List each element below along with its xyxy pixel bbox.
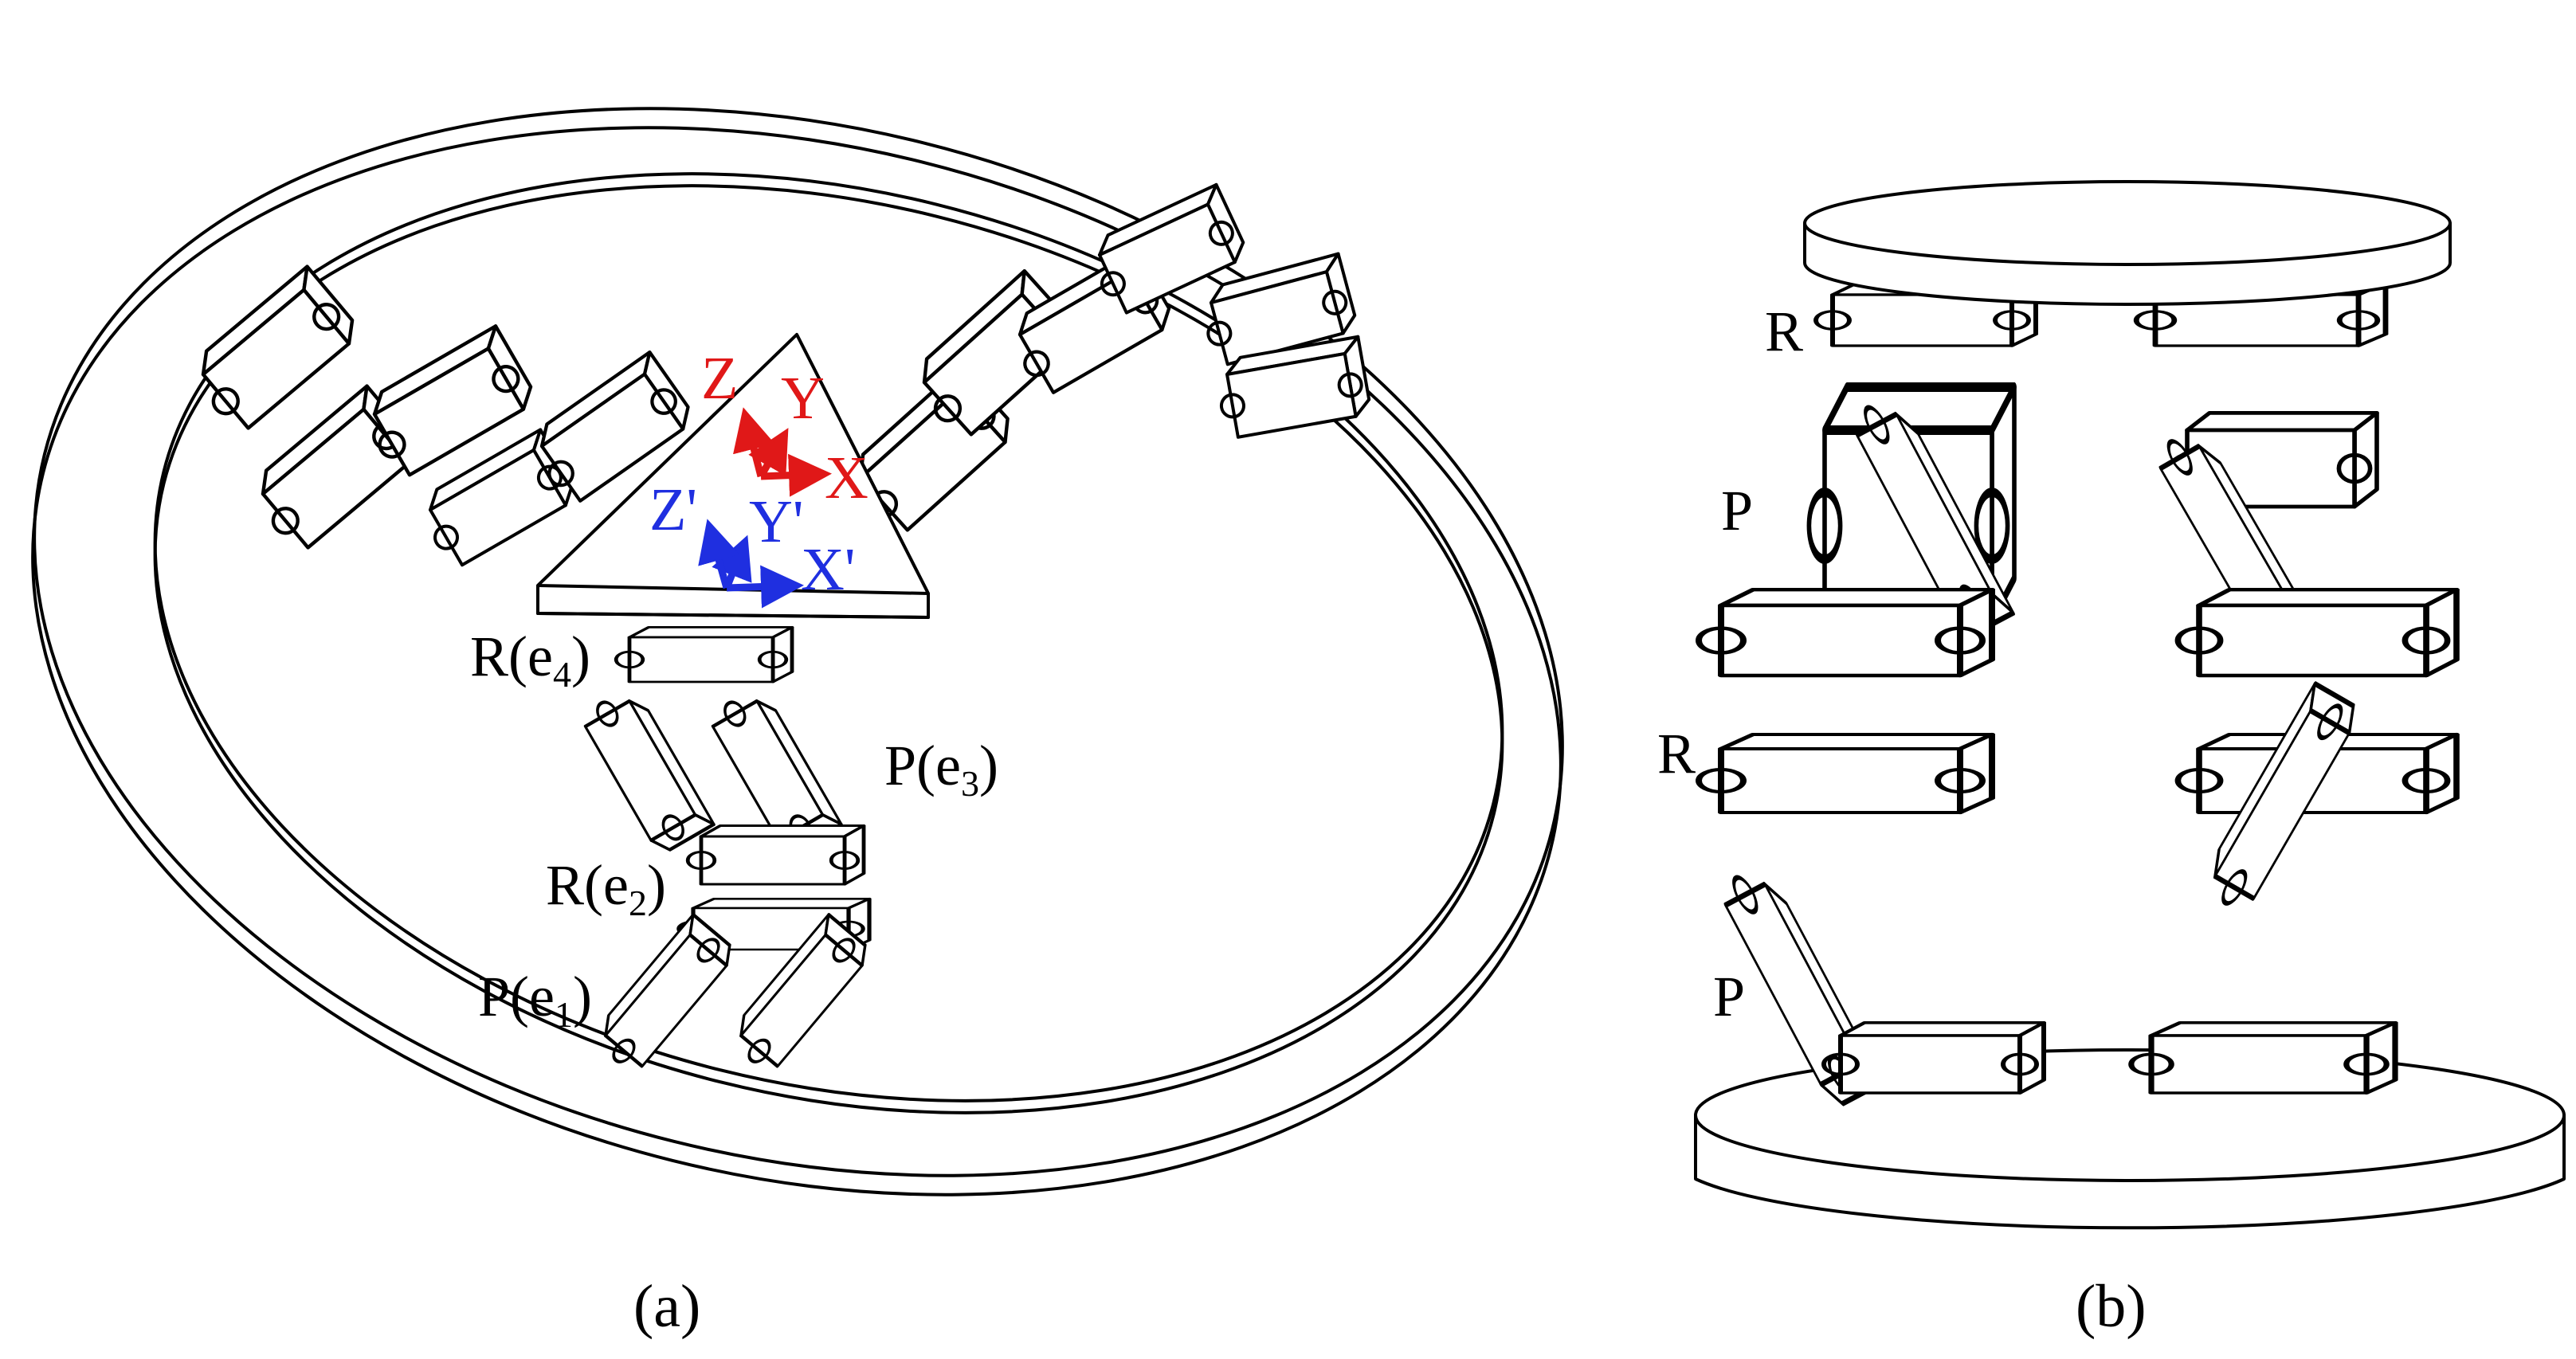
world-x-arrow	[760, 453, 832, 497]
base-ring-inner-bottom	[153, 184, 1504, 1114]
world-z-label: Z	[701, 345, 738, 412]
joint-label-p-lower: P	[1713, 965, 1745, 1028]
base-ring-inner	[153, 172, 1504, 1102]
base-ring-outer	[33, 107, 1564, 1177]
panel-b-caption: (b)	[2076, 1273, 2147, 1340]
world-y-arrow	[748, 428, 789, 479]
base-ring-outer-bottom	[31, 126, 1562, 1196]
joint-label-p-upper: P	[1721, 479, 1753, 542]
leg-left	[1699, 284, 2044, 1109]
top-disk	[1803, 180, 2452, 306]
leg-right	[2131, 284, 2456, 1093]
limb-right	[841, 182, 1374, 539]
joint-label-p-e3: P(e3)	[884, 734, 998, 804]
moving-platform	[536, 333, 930, 619]
world-y-label: Y	[781, 365, 825, 432]
world-frame: Z Y X	[701, 345, 868, 511]
joint-label-p-e1: P(e1)	[478, 965, 592, 1035]
panel-b-diagram: R P R P (b)	[1657, 180, 2566, 1340]
joint-label-r-e2: R(e2)	[546, 853, 666, 923]
primed-x-label: X'	[801, 536, 856, 603]
joint-label-r-top: R	[1765, 300, 1803, 363]
world-x-label: X	[825, 445, 868, 511]
panel-a-caption: (a)	[633, 1273, 700, 1340]
primed-z-label: Z'	[649, 476, 697, 543]
joint-label-r-e4: R(e4)	[470, 625, 590, 695]
limb-lower	[579, 627, 876, 1078]
primed-y-label: Y'	[749, 488, 804, 555]
primed-x-arrow	[726, 565, 804, 609]
world-z-arrow	[733, 407, 775, 478]
panel-a-diagram: Z Y X Z' Y' X' R(e4) P(e3) R(e2) P(e1) (…	[31, 107, 1564, 1340]
platform-frame: Z' Y' X'	[649, 476, 856, 609]
primed-z-arrow	[698, 519, 740, 589]
joint-label-r-middle: R	[1657, 722, 1696, 785]
